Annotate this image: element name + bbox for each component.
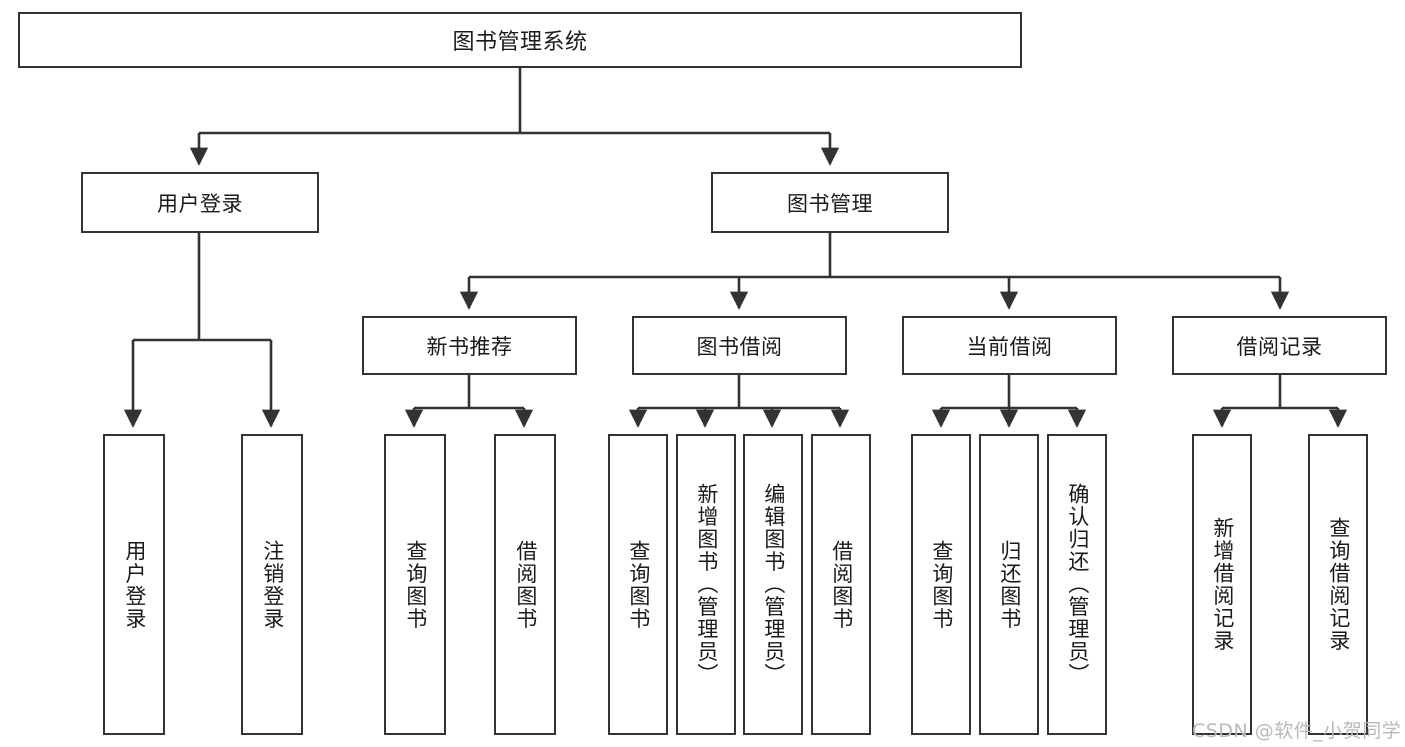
node-leaf-query-book-3-label: 查询图书 xyxy=(929,539,954,630)
node-leaf-confirm-return[interactable]: 确认归还（管理员） xyxy=(1047,434,1107,735)
node-leaf-add-book-label: 新增图书（管理员） xyxy=(694,483,719,686)
node-leaf-query-book-2-label: 查询图书 xyxy=(626,539,651,630)
node-new-book-recommend[interactable]: 新书推荐 xyxy=(362,316,577,375)
node-leaf-return-book[interactable]: 归还图书 xyxy=(979,434,1039,735)
node-book-manage[interactable]: 图书管理 xyxy=(711,172,949,233)
node-leaf-add-record[interactable]: 新增借阅记录 xyxy=(1192,434,1252,735)
node-new-book-recommend-label: 新书推荐 xyxy=(426,334,513,359)
node-leaf-add-record-label: 新增借阅记录 xyxy=(1210,517,1235,652)
node-leaf-edit-book-label: 编辑图书（管理员） xyxy=(761,483,786,686)
node-current-borrow[interactable]: 当前借阅 xyxy=(902,316,1117,375)
node-leaf-query-book-1-label: 查询图书 xyxy=(403,539,428,630)
node-book-borrow-label: 图书借阅 xyxy=(696,334,783,359)
node-leaf-query-record[interactable]: 查询借阅记录 xyxy=(1308,434,1368,735)
node-borrow-record[interactable]: 借阅记录 xyxy=(1172,316,1387,375)
node-book-borrow[interactable]: 图书借阅 xyxy=(632,316,847,375)
watermark: CSDN @软件_小贺同学 xyxy=(1192,720,1402,742)
node-leaf-borrow-book-1[interactable]: 借阅图书 xyxy=(494,434,556,735)
node-user-login-label: 用户登录 xyxy=(157,191,243,216)
node-book-manage-label: 图书管理 xyxy=(787,191,873,216)
node-leaf-query-book-3[interactable]: 查询图书 xyxy=(911,434,971,735)
node-root-label: 图书管理系统 xyxy=(452,30,588,55)
node-leaf-query-record-label: 查询借阅记录 xyxy=(1326,517,1351,652)
node-leaf-user-login[interactable]: 用户登录 xyxy=(103,434,165,735)
node-leaf-query-book-1[interactable]: 查询图书 xyxy=(384,434,446,735)
node-current-borrow-label: 当前借阅 xyxy=(966,334,1053,359)
node-leaf-add-book[interactable]: 新增图书（管理员） xyxy=(676,434,736,735)
node-leaf-borrow-book-1-label: 借阅图书 xyxy=(513,539,538,630)
node-leaf-user-login-label: 用户登录 xyxy=(122,539,147,630)
node-leaf-logout-label: 注销登录 xyxy=(260,539,285,630)
node-leaf-borrow-book-2-label: 借阅图书 xyxy=(829,539,854,630)
node-leaf-edit-book[interactable]: 编辑图书（管理员） xyxy=(743,434,803,735)
node-leaf-confirm-return-label: 确认归还（管理员） xyxy=(1065,483,1090,686)
node-leaf-borrow-book-2[interactable]: 借阅图书 xyxy=(811,434,871,735)
node-root[interactable]: 图书管理系统 xyxy=(18,12,1022,68)
node-user-login[interactable]: 用户登录 xyxy=(81,172,319,233)
node-leaf-return-book-label: 归还图书 xyxy=(997,539,1022,630)
node-leaf-logout[interactable]: 注销登录 xyxy=(241,434,303,735)
node-borrow-record-label: 借阅记录 xyxy=(1236,334,1323,359)
node-leaf-query-book-2[interactable]: 查询图书 xyxy=(608,434,668,735)
